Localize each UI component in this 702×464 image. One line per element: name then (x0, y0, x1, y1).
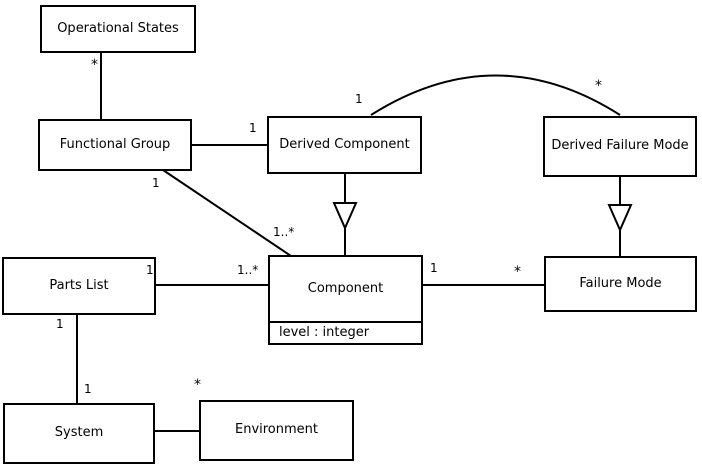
class-box-operational-states[interactable]: Operational States (40, 5, 196, 53)
class-box-derived-failure-mode[interactable]: Derived Failure Mode (543, 116, 697, 177)
class-box-system[interactable]: System (3, 403, 155, 464)
class-name-functional-group: Functional Group (59, 136, 171, 152)
edge-component-environment (210, 317, 268, 400)
class-name-derived-failure-mode: Derived Failure Mode (551, 138, 689, 154)
multiplicity-parts-list-system-target: 1 (84, 382, 92, 396)
multiplicity-component-failure-mode-target: * (514, 264, 521, 280)
generalization-arrow-derived-component (332, 202, 358, 231)
class-box-functional-group[interactable]: Functional Group (38, 119, 192, 171)
class-name-parts-list: Parts List (49, 277, 109, 293)
edge-derived-component-derived-failure-mode (370, 74, 621, 116)
multiplicity-functional-group-component-source: 1 (152, 176, 160, 190)
multiplicity-operational-states-functional-group: * (91, 57, 98, 73)
generalization-arrow-derived-failure-mode (607, 204, 633, 233)
class-name-failure-mode: Failure Mode (579, 275, 662, 291)
multiplicity-derived-component-arc-source: 1 (355, 92, 363, 106)
class-attribute-component-level: level : integer (270, 320, 421, 343)
class-box-derived-component[interactable]: Derived Component (267, 116, 422, 174)
multiplicity-parts-list-component-target: 1..* (237, 263, 259, 277)
class-name-operational-states: Operational States (57, 20, 179, 36)
multiplicity-component-failure-mode-source: 1 (430, 261, 438, 275)
class-name-derived-component: Derived Component (279, 136, 410, 152)
class-box-component[interactable]: Component level : integer (268, 255, 423, 345)
class-name-system: System (54, 425, 104, 441)
multiplicity-derived-failure-mode-arc-target: * (595, 78, 602, 94)
class-box-failure-mode[interactable]: Failure Mode (544, 256, 697, 312)
multiplicity-parts-list-system-source: 1 (56, 317, 64, 331)
multiplicity-parts-list-component-source: 1 (146, 263, 154, 277)
edge-functional-group-component (162, 169, 292, 257)
class-box-environment[interactable]: Environment (199, 400, 354, 461)
class-name-environment: Environment (234, 422, 318, 438)
multiplicity-functional-group-derived-component: 1 (249, 121, 257, 135)
class-name-component: Component (307, 280, 384, 296)
class-box-parts-list[interactable]: Parts List (2, 257, 156, 315)
multiplicity-functional-group-component-target: 1..* (273, 225, 295, 239)
multiplicity-component-environment: * (194, 377, 201, 393)
